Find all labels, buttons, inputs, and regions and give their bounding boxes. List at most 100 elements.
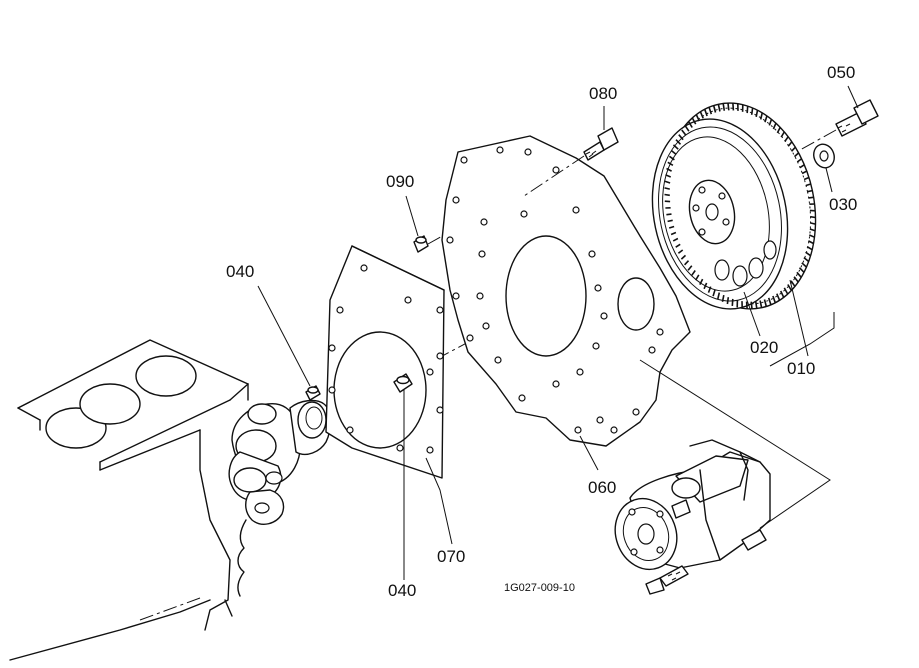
gear-tooth — [721, 294, 725, 302]
callout-030: 030 — [829, 195, 858, 214]
bolt-080 — [583, 127, 619, 161]
starter-bolt — [645, 565, 689, 595]
callout-080: 080 — [589, 84, 618, 103]
gear-tooth — [759, 300, 763, 308]
callout-040-lower: 040 — [388, 581, 417, 600]
flywheel-020 — [651, 102, 817, 310]
gear-tooth — [695, 114, 701, 122]
gear-tooth — [699, 111, 704, 119]
gear-tooth — [801, 170, 808, 175]
gear-tooth — [790, 146, 796, 152]
gear-tooth — [806, 246, 813, 251]
gear-tooth — [681, 129, 687, 136]
gear-tooth — [779, 290, 785, 298]
gear-tooth — [664, 193, 670, 197]
gear-tooth — [708, 106, 713, 115]
gear-tooth — [732, 103, 735, 111]
gear-tooth — [712, 289, 716, 297]
gear-tooth — [707, 286, 712, 293]
gear-tooth — [809, 228, 816, 232]
flywheel-housing-plate-060 — [441, 135, 691, 447]
bolt-050-axis — [799, 129, 837, 151]
gear-tooth — [772, 122, 777, 130]
gear-tooth — [712, 105, 717, 113]
gear-tooth — [664, 180, 671, 184]
figure-code: 1G027-009-10 — [504, 582, 575, 594]
gear-tooth — [666, 213, 672, 216]
gear-tooth — [687, 121, 693, 128]
gear-tooth — [808, 234, 815, 238]
gear-tooth — [803, 176, 810, 181]
engine-block — [9, 339, 249, 661]
gear-tooth — [695, 274, 700, 281]
gear-tooth — [808, 240, 814, 245]
gear-tooth — [672, 237, 679, 242]
gear-tooth — [665, 174, 672, 178]
gear-tooth — [722, 103, 726, 111]
bolt-050 — [835, 99, 879, 137]
gear-tooth — [703, 282, 708, 290]
gear-tooth — [727, 103, 730, 111]
callout-010: 010 — [787, 359, 816, 378]
gear-tooth — [768, 119, 773, 126]
gear-tooth — [790, 280, 796, 287]
gear-tooth — [687, 265, 693, 271]
gear-tooth — [678, 134, 684, 141]
gear-tooth — [808, 196, 814, 199]
callout-070: 070 — [437, 547, 466, 566]
gear-tooth — [807, 189, 813, 193]
dowel-pin-040-a — [305, 385, 321, 401]
gear-tooth — [703, 108, 708, 117]
gear-tooth — [664, 187, 670, 190]
gear-tooth — [810, 222, 816, 225]
gear-tooth — [801, 262, 808, 268]
gear-tooth — [667, 161, 674, 166]
gear-tooth — [810, 215, 816, 219]
gear-tooth — [668, 225, 675, 229]
gear-tooth — [666, 167, 672, 172]
gear-tooth — [787, 141, 793, 147]
callout-050: 050 — [827, 63, 856, 82]
gear-tooth — [731, 298, 734, 306]
gear-tooth — [776, 293, 781, 301]
gear-tooth — [670, 231, 677, 236]
gear-tooth — [717, 292, 721, 300]
gear-tooth — [798, 267, 805, 273]
gear-tooth — [796, 271, 802, 278]
bolt-080-axis — [523, 155, 585, 197]
gear-tooth — [746, 106, 749, 114]
callout-020: 020 — [750, 338, 779, 357]
gear-tooth — [726, 297, 730, 305]
gear-tooth — [668, 155, 675, 161]
dowel-pin-040-b — [393, 373, 413, 393]
gear-tooth — [763, 299, 768, 307]
gear-tooth — [699, 278, 704, 285]
gear-tooth — [750, 301, 753, 309]
gear-tooth — [672, 144, 679, 150]
housing-bolt-holes — [446, 146, 664, 434]
gear-tooth — [772, 295, 777, 304]
starter-guide-line — [639, 359, 831, 529]
gear-tooth — [680, 254, 687, 260]
gear-tooth — [776, 127, 781, 134]
starter-motor — [614, 439, 771, 571]
crankshaft — [228, 399, 331, 525]
gear-tooth — [799, 164, 805, 169]
gear-tooth — [784, 136, 789, 142]
end-plate-070 — [325, 245, 445, 479]
gear-tooth — [670, 149, 677, 156]
callout-090: 090 — [386, 172, 415, 191]
gear-tooth — [675, 243, 681, 248]
gear-tooth — [675, 139, 682, 145]
gear-tooth — [691, 117, 697, 125]
gear-tooth — [667, 219, 673, 223]
gear-tooth — [805, 183, 812, 187]
gear-tooth — [787, 284, 793, 291]
gear-tooth — [793, 276, 799, 283]
gear-tooth — [767, 297, 772, 306]
gear-tooth — [803, 256, 810, 263]
gear-tooth — [759, 112, 763, 120]
assembly-bracket-010 — [769, 312, 835, 367]
washer-030 — [813, 143, 835, 169]
